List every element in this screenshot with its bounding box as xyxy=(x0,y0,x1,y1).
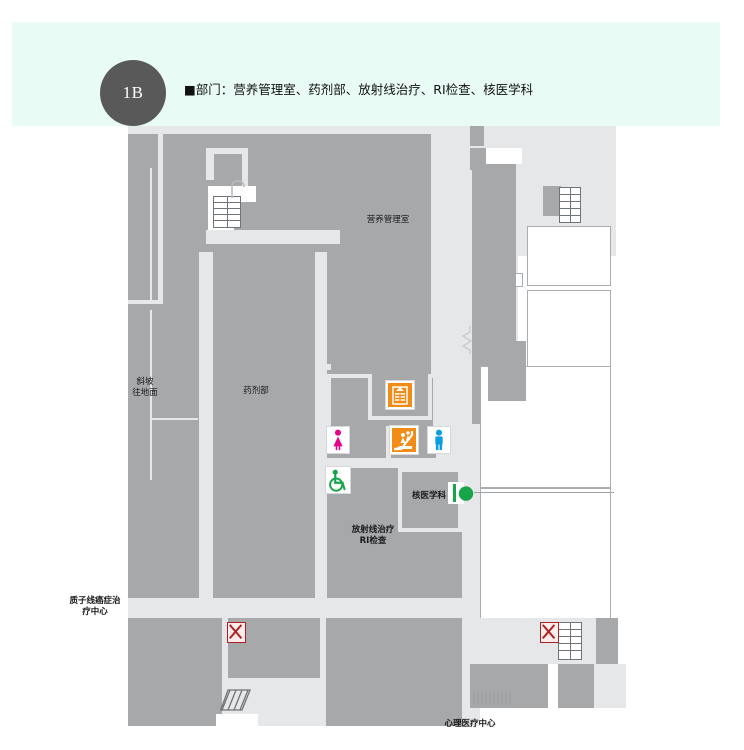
room-bottom-right-strip xyxy=(596,618,618,664)
room-far-right-upper xyxy=(527,226,611,286)
label-nuclear-medicine: 核医学科 xyxy=(399,491,459,502)
corridor-vertical-west xyxy=(199,252,213,600)
room-center-block-a xyxy=(331,316,367,376)
room-pharmacy xyxy=(211,252,315,600)
room-bottom-right-a xyxy=(470,664,548,708)
floor-plan-map[interactable]: 营养管理室 药剂部 斜坡 往地面 核医学科 放射线治疗 RI检查 质子线癌症治 … xyxy=(0,126,744,750)
room-right-lower-gray xyxy=(488,341,526,401)
corridor-top-notch-3 xyxy=(242,148,248,188)
break-line-marker xyxy=(461,326,473,354)
room-bottom-east xyxy=(326,618,462,726)
ramp-wall-line-3 xyxy=(150,418,152,480)
label-psychiatric-center-text: 心理医疗中心 xyxy=(444,719,496,729)
floor-header-banner: 1B ■部门：营养管理室、药剂部、放射线治疗、RI检查、核医学科 xyxy=(12,22,720,126)
corridor-top-notch-2 xyxy=(206,148,248,154)
label-radiotherapy-ri: 放射线治疗 RI检查 xyxy=(343,525,403,547)
ramp-wall-line-1 xyxy=(150,310,152,420)
accessible-restroom-icon[interactable] xyxy=(325,466,351,494)
stair-pocket-southwest-white xyxy=(216,714,258,750)
label-radiotherapy-line2: RI检查 xyxy=(359,536,387,546)
label-psychiatric-center: 心理医疗中心 xyxy=(434,719,506,730)
room-west-strip-upper xyxy=(128,134,158,300)
label-nutrition-management-text: 营养管理室 xyxy=(366,215,410,225)
entrance-connector-line xyxy=(474,492,614,494)
room-bottom-right-b xyxy=(558,664,594,708)
label-radiotherapy-line1: 放射线治疗 xyxy=(351,525,395,535)
no-entry-stair-icon-right[interactable] xyxy=(540,622,559,643)
stairwell-north-east xyxy=(559,187,581,223)
corridor-horizontal-upper xyxy=(206,230,340,244)
elevator-icon[interactable] xyxy=(386,381,414,409)
corridor-bottom-gap-1 xyxy=(222,618,228,726)
corridor-horizontal-bottom xyxy=(128,598,480,620)
label-proton-line1: 质子线癌症治 xyxy=(69,596,121,606)
stairwell-south-west xyxy=(220,689,251,711)
entrance-marker-plate xyxy=(448,482,464,504)
entrance-marker-bar xyxy=(453,484,456,502)
stairwell-south-east xyxy=(558,622,582,660)
label-nuclear-medicine-text: 核医学科 xyxy=(411,491,446,501)
floor-badge: 1B xyxy=(100,60,166,126)
label-ramp-line2: 往地面 xyxy=(132,388,158,398)
corridor-horizontal-mid xyxy=(322,458,440,468)
room-bottom-right-c xyxy=(594,664,626,708)
room-right-stair-block xyxy=(543,186,561,216)
corridor-top-notch xyxy=(206,148,214,180)
corridor-vertical-center xyxy=(315,252,327,600)
label-ramp-to-ground: 斜坡 往地面 xyxy=(115,377,175,399)
ramp-wall-line-4 xyxy=(150,168,152,300)
bottom-right-white-gap xyxy=(548,664,558,708)
room-right-vertical-upper xyxy=(470,126,484,146)
department-list-label: ■部门：营养管理室、药剂部、放射线治疗、RI检查、核医学科 xyxy=(184,82,534,97)
label-pharmacy: 药剂部 xyxy=(226,386,286,397)
stairwell-north-west xyxy=(213,196,241,228)
right-strip-white-notch xyxy=(486,148,522,164)
entrance-marker-icon[interactable] xyxy=(457,484,475,502)
stairwell-south-center xyxy=(473,692,511,705)
room-bottom-west xyxy=(128,618,224,726)
label-proton-line2: 疗中心 xyxy=(82,607,108,617)
label-proton-cancer-center: 质子线癌症治 疗中心 xyxy=(55,596,135,618)
mens-restroom-icon[interactable] xyxy=(427,426,451,454)
escalator-icon[interactable] xyxy=(390,426,418,454)
room-right-strip-b xyxy=(472,168,516,334)
room-far-right-bottom xyxy=(480,488,611,626)
corridor-bottom-gap-2 xyxy=(320,618,326,726)
corridor-restroom-split xyxy=(386,426,391,460)
ramp-wall-line-2 xyxy=(150,418,198,420)
no-entry-stair-icon-left[interactable] xyxy=(227,622,246,643)
label-nutrition-management: 营养管理室 xyxy=(358,215,418,226)
label-pharmacy-text: 药剂部 xyxy=(243,386,269,396)
womens-restroom-icon[interactable] xyxy=(326,426,350,454)
stairwell-north-west-arrow xyxy=(231,180,245,198)
label-ramp-line1: 斜坡 xyxy=(136,377,154,387)
